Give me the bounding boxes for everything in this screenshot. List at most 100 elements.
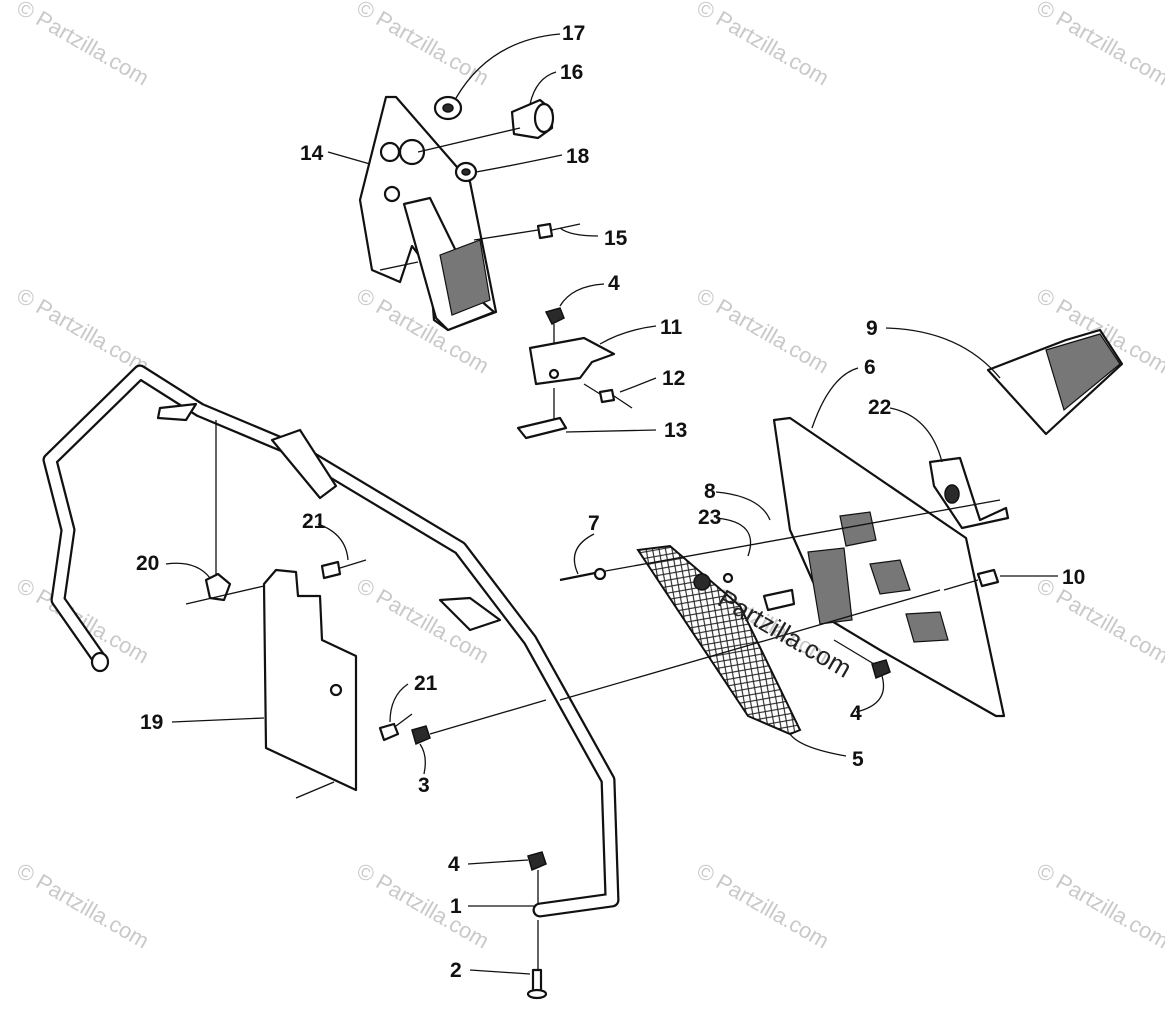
nut-4-upper: [544, 307, 565, 326]
callout-18: 18: [566, 145, 590, 168]
watermark: © Partzilla.com: [693, 283, 834, 379]
callout-2: 2: [450, 959, 462, 982]
callout-17: 17: [562, 22, 585, 45]
clamp-axis: [185, 585, 265, 605]
screw-21-lower: [378, 722, 400, 742]
watermark: © Partzilla.com: [693, 858, 834, 954]
leader-19: [171, 717, 265, 723]
leader-23: [715, 517, 752, 557]
leader-16: [529, 71, 557, 105]
washer-18-inner: [461, 168, 471, 176]
plate-19: [262, 568, 358, 792]
bracket-11-hole: [548, 368, 560, 380]
leader-14: [327, 151, 371, 165]
callout-15: 15: [604, 227, 628, 250]
callout-1: 1: [450, 895, 462, 918]
callout-22: 22: [868, 396, 891, 419]
callout-21-lower: 21: [414, 672, 438, 695]
callout-14: 14: [300, 142, 324, 165]
handlebar-sleeve: [270, 428, 338, 500]
handlebar-tube: [42, 364, 620, 918]
washer-7: [593, 567, 607, 581]
leader-21a: [317, 523, 349, 561]
screw-21-lower-shaft: [395, 713, 413, 727]
nut-4-lower: [527, 851, 547, 872]
lower-fastener-assembly: [526, 851, 548, 1000]
callout-5: 5: [852, 748, 864, 771]
handlebar-end: [90, 651, 110, 673]
watermark: © Partzilla.com: [13, 0, 154, 90]
leader-9: [885, 327, 1001, 379]
screw-15-shaft: [551, 223, 581, 231]
nut-4-right: [871, 659, 891, 680]
bracket-22-hole: [944, 484, 960, 504]
bolt-2-shaft: [531, 968, 543, 994]
leader-7: [573, 533, 595, 575]
callout-4-right: 4: [850, 702, 862, 725]
handlebar-bracket: [438, 596, 502, 632]
watermark: © Partzilla.com: [1033, 573, 1165, 669]
leader-13: [565, 429, 657, 433]
leader-4a: [559, 283, 605, 307]
side-panel-slot: [807, 547, 853, 625]
callout-6: 6: [864, 356, 876, 379]
handlebar-tab: [156, 402, 198, 422]
side-panel-cutout-2: [869, 559, 911, 595]
side-panel-cutout-3: [905, 611, 949, 643]
mesh-guard: [636, 544, 802, 736]
callout-9: 9: [866, 317, 878, 340]
leader-21b: [389, 683, 409, 723]
leader-4b: [855, 675, 885, 713]
leader-22: [889, 407, 943, 463]
plate-19-hole: [329, 683, 343, 697]
bracket-axis-2: [473, 229, 539, 241]
callout-labels: 17 16 18 14 15 4 11 12 13 9 6 22 8 23 7 …: [136, 22, 1085, 982]
bracket-22: [928, 456, 1010, 530]
screw-12: [598, 388, 616, 404]
leader-6: [811, 367, 859, 429]
leader-3: [419, 743, 426, 775]
leader-12: [619, 377, 657, 393]
callout-10: 10: [1062, 566, 1085, 589]
handlebar-inner: [44, 366, 618, 916]
bracket-hole-small: [383, 185, 401, 203]
leader-17: [455, 33, 561, 99]
callout-21-upper: 21: [302, 510, 326, 533]
bolt-2-head: [526, 988, 548, 1000]
bolt-10-shaft: [943, 579, 979, 591]
leader-4c: [467, 859, 529, 865]
callout-16: 16: [560, 61, 583, 84]
callout-11: 11: [660, 316, 683, 339]
screw-12-axis: [583, 383, 601, 395]
mesh-panel-5: [636, 544, 802, 736]
slider-bar: [762, 588, 796, 612]
nut-4-right-axis: [833, 639, 875, 665]
watermark-layer: © Partzilla.com © Partzilla.com © Partzi…: [13, 0, 1165, 953]
bracket-hole-upper: [379, 141, 401, 163]
clamp-20: [204, 572, 232, 602]
leader-20: [165, 562, 211, 579]
bushing-16-end: [533, 102, 555, 134]
callout-8: 8: [704, 480, 716, 503]
watermark: © Partzilla.com: [13, 283, 154, 379]
callout-19: 19: [140, 711, 163, 734]
watermark: © Partzilla.com: [1033, 858, 1165, 954]
bearing-17-inner: [442, 103, 454, 113]
callout-7: 7: [588, 512, 600, 535]
steering-bracket-assembly: [358, 95, 581, 332]
leader-lines: [165, 33, 1058, 975]
bracket-shading: [439, 239, 491, 316]
callout-13: 13: [664, 419, 687, 442]
watermark: © Partzilla.com: [1033, 0, 1165, 90]
watermark: © Partzilla.com: [13, 573, 154, 669]
leader-2: [469, 969, 531, 975]
leader-8: [715, 491, 771, 521]
screw-12-shaft: [613, 395, 633, 409]
leader-5: [789, 733, 847, 757]
callout-4-upper: 4: [608, 272, 620, 295]
bracket-axis: [417, 127, 521, 153]
panel-axis-2: [559, 589, 941, 701]
nut-3-axis: [429, 699, 547, 735]
mount-bracket-assembly: [516, 307, 633, 440]
